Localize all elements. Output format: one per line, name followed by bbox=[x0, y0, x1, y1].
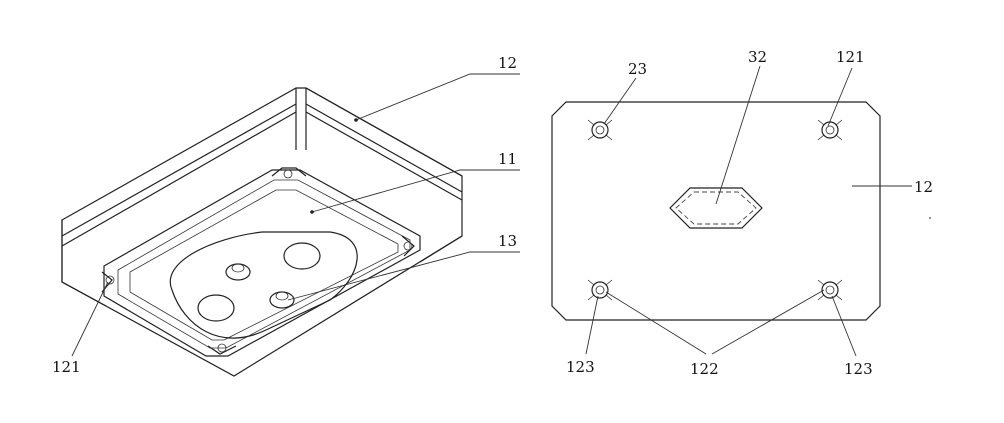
screw-boss-icon bbox=[269, 291, 295, 309]
housing-wall-inner-right bbox=[305, 103, 463, 193]
screw-icon bbox=[587, 119, 613, 141]
housing-wall-inner-left bbox=[61, 103, 297, 237]
plate-hole-upper bbox=[283, 242, 321, 270]
stray-mark bbox=[929, 217, 931, 219]
screw-boss-icon bbox=[225, 263, 251, 281]
label-23: 23 bbox=[628, 60, 647, 78]
label-13: 13 bbox=[498, 232, 517, 250]
leader-line-13 bbox=[287, 251, 520, 301]
housing-wall-inner-left-2 bbox=[61, 111, 297, 247]
leader-line-121-right bbox=[827, 67, 853, 127]
leader-line-123-left bbox=[585, 295, 599, 355]
label-123-left: 123 bbox=[566, 358, 595, 376]
housing-right-bottom-edge bbox=[419, 235, 463, 263]
corner-clip-icon bbox=[401, 235, 415, 257]
label-32: 32 bbox=[748, 48, 767, 66]
label-11: 11 bbox=[498, 150, 517, 168]
leader-line-32 bbox=[715, 65, 761, 205]
leader-line-121-left bbox=[71, 281, 109, 357]
leader-line-23 bbox=[603, 77, 637, 125]
label-121-left: 121 bbox=[52, 358, 81, 376]
corner-clip-icon bbox=[207, 343, 237, 355]
screw-icon bbox=[817, 119, 843, 141]
plate-outline bbox=[551, 101, 881, 321]
leader-line-12-left bbox=[355, 73, 520, 121]
leader-line-123-right bbox=[831, 295, 857, 357]
corner-clip-icon bbox=[271, 167, 307, 179]
center-opening-hidden-edge bbox=[675, 191, 757, 225]
housing-isometric-view bbox=[61, 73, 520, 377]
cavity-outer-rim bbox=[103, 169, 421, 357]
cavity-floor-edge bbox=[129, 189, 399, 341]
leader-line-122-b bbox=[711, 289, 825, 355]
label-123-right: 123 bbox=[844, 360, 873, 378]
plate-plan-view bbox=[551, 65, 931, 357]
screw-icon bbox=[817, 279, 843, 301]
leader-line-11 bbox=[311, 169, 520, 213]
pcb-plate bbox=[169, 231, 358, 339]
leader-line-122-a bbox=[605, 291, 707, 355]
housing-right-wall-top bbox=[305, 87, 463, 177]
leader-dot bbox=[310, 210, 314, 214]
center-opening bbox=[669, 187, 763, 229]
plate-hole-lower bbox=[197, 294, 235, 322]
housing-wall-inner-right-2 bbox=[305, 111, 463, 201]
label-121-right: 121 bbox=[836, 48, 865, 66]
label-12-right: 12 bbox=[914, 178, 933, 196]
leader-dot bbox=[354, 118, 358, 122]
label-12-left: 12 bbox=[498, 54, 517, 72]
label-122: 122 bbox=[690, 360, 719, 378]
screw-icon bbox=[587, 279, 613, 301]
